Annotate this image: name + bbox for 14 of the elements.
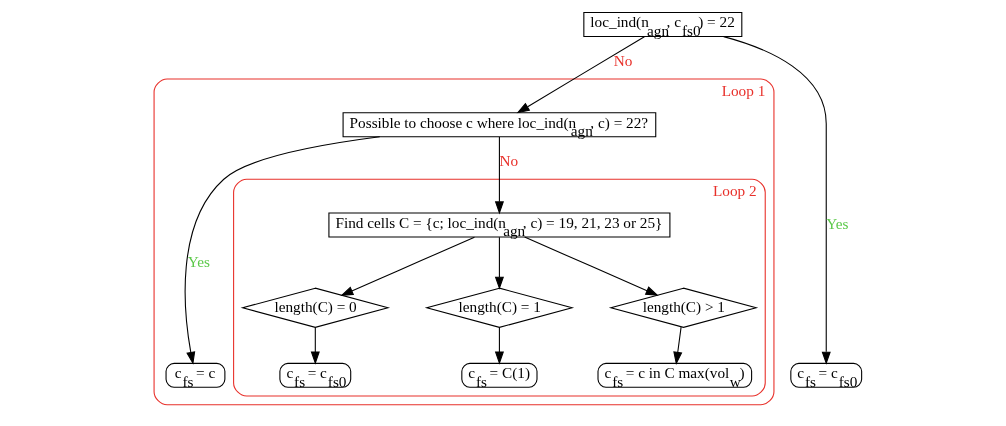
edge-label: Yes (187, 252, 210, 270)
arrow (494, 326, 504, 365)
arrow (310, 326, 320, 365)
arrow (722, 36, 831, 365)
arrow (494, 236, 504, 290)
arrow (516, 36, 645, 114)
arrow (184, 136, 380, 365)
arrow (339, 236, 475, 296)
arrow (494, 136, 504, 215)
edge-label: No (498, 152, 518, 170)
node-diamond: length(C) = 1 (424, 287, 574, 328)
edge-label: No (613, 52, 632, 70)
arrow (523, 236, 659, 296)
arrow (672, 326, 682, 365)
